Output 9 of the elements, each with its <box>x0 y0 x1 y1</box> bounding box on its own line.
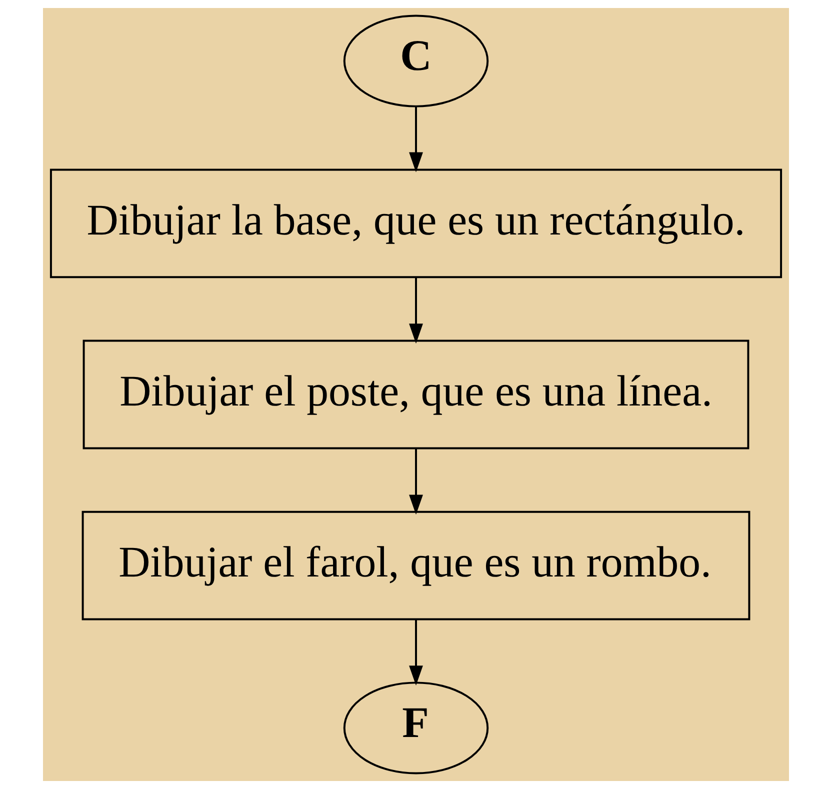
node-ellipse: F <box>343 682 489 774</box>
node-box: Dibujar la base, que es un rectángulo. <box>50 168 782 278</box>
node-ellipse: C <box>343 14 489 108</box>
node-box: Dibujar el farol, que es un rombo. <box>82 510 750 620</box>
arrow <box>409 106 423 172</box>
arrow <box>409 619 423 686</box>
arrow <box>409 448 423 515</box>
node-box: Dibujar el poste, que es una línea. <box>82 340 750 450</box>
arrow <box>409 277 423 344</box>
